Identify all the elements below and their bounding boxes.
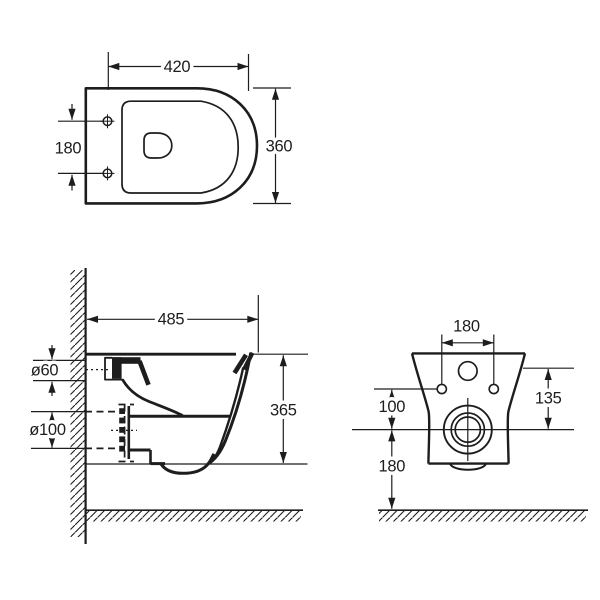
dim-inlet-diameter: ø60 bbox=[27, 345, 85, 396]
wall-section bbox=[70, 268, 87, 544]
top-view: 420 360 180 bbox=[51, 52, 296, 205]
dim-rear-bolt-spacing: 180 bbox=[441, 314, 495, 384]
floor-hatching-rear bbox=[379, 511, 586, 522]
flush-opening bbox=[143, 132, 173, 159]
dim-rear-top-to-outlet: 135 bbox=[523, 367, 574, 429]
trap-bump bbox=[449, 462, 487, 471]
wall-hatching bbox=[70, 270, 86, 537]
inner-bowl-back bbox=[121, 378, 184, 417]
dim-label-rear-bolt-spacing: 180 bbox=[453, 318, 480, 336]
inlet-hole-rear bbox=[457, 360, 478, 382]
toilet-rear-outline bbox=[410, 352, 527, 471]
dim-label-inlet-diameter: ø60 bbox=[31, 361, 59, 379]
side-view: 485 365 ø60 ø100 bbox=[26, 268, 308, 544]
dim-top-bolt-spacing: 180 bbox=[51, 104, 103, 191]
dim-side-height: 365 bbox=[252, 353, 308, 463]
floor-section-side bbox=[86, 509, 303, 522]
dim-outlet-diameter: ø100 bbox=[26, 411, 85, 449]
rear-view: 180 135 100 180 bbox=[352, 314, 588, 522]
water-inlet-spud bbox=[86, 356, 151, 386]
inner-bowl-front bbox=[212, 367, 245, 461]
bowl-bottom-curve bbox=[159, 453, 216, 475]
drain-connector bbox=[85, 403, 137, 463]
outlet-rear bbox=[352, 398, 574, 461]
dim-rear-outlet-to-floor: 180 bbox=[375, 430, 409, 509]
dim-label-top-depth: 360 bbox=[266, 138, 293, 156]
floor-hatching bbox=[86, 511, 301, 522]
dim-label-top-bolt-spacing: 180 bbox=[55, 140, 82, 158]
mounting-holes-rear bbox=[436, 383, 500, 395]
toilet-side-profile bbox=[86, 351, 255, 475]
dim-top-width: 420 bbox=[107, 52, 250, 91]
dim-label-rear-bolts-to-outlet: 100 bbox=[378, 398, 405, 416]
dim-side-depth: 485 bbox=[87, 295, 259, 353]
floor-section-rear bbox=[378, 509, 588, 522]
mounting-holes-top bbox=[100, 114, 115, 181]
dim-label-rear-top-to-outlet: 135 bbox=[535, 390, 562, 408]
dim-label-outlet-diameter: ø100 bbox=[29, 421, 66, 439]
dim-label-rear-outlet-to-floor: 180 bbox=[378, 458, 405, 476]
toilet-top-outline bbox=[84, 87, 259, 205]
dim-top-depth: 360 bbox=[253, 87, 296, 205]
dim-label-top-width: 420 bbox=[164, 58, 191, 76]
dim-label-side-height: 365 bbox=[270, 402, 297, 420]
dim-rear-bolts-to-outlet: 100 bbox=[374, 388, 437, 429]
dim-label-side-depth: 485 bbox=[158, 311, 185, 329]
